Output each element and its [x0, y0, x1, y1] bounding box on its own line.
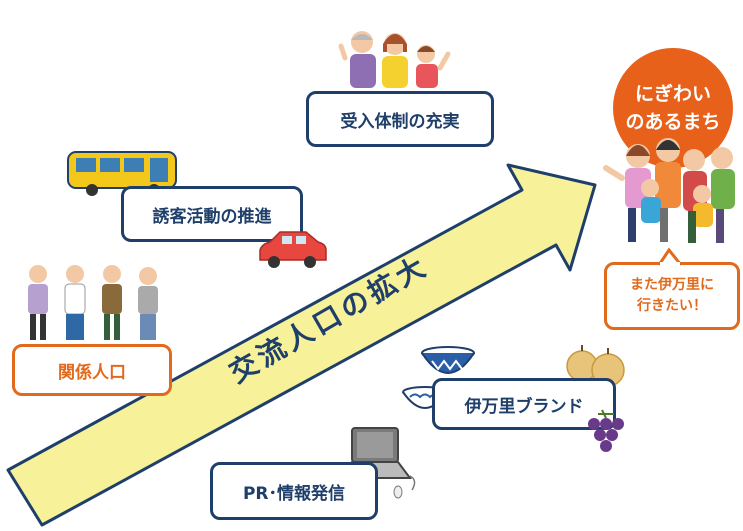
speech-line-1: また伊万里に	[630, 277, 714, 293]
speech-bubble: また伊万里に 行きたい！	[604, 262, 740, 330]
people-group-icon	[28, 265, 158, 340]
grapes-icon	[588, 409, 624, 452]
brand-box: 伊万里ブランド	[432, 378, 616, 430]
reception-box: 受入体制の充実	[306, 91, 494, 147]
car-icon	[259, 231, 327, 268]
large-family-icon	[603, 138, 735, 243]
tourism-box: 誘客活動の推進	[121, 186, 303, 242]
pr-box: PR･情報発信	[210, 462, 378, 520]
imari-bowl-icon	[421, 346, 475, 374]
goal-line-2: のあるまち	[625, 111, 721, 133]
growth-arrow-shape	[6, 163, 597, 527]
related-population-box: 関係人口	[12, 344, 172, 396]
speech-line-2: 行きたい！	[637, 298, 707, 314]
speech-tail	[657, 247, 683, 268]
bus-icon	[67, 151, 177, 196]
goal-line-1: にぎわい	[634, 82, 711, 105]
family-group-icon	[338, 31, 451, 88]
